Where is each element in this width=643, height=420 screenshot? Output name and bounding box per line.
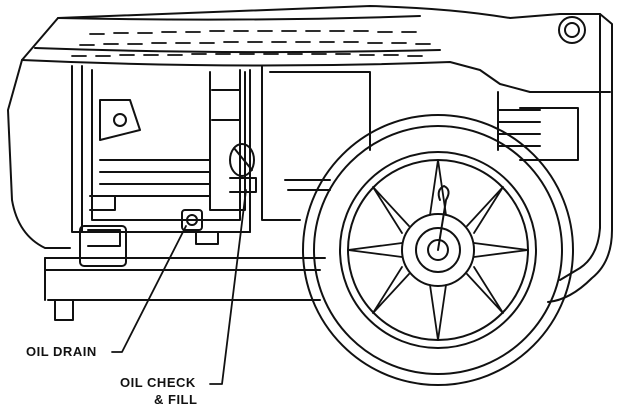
oil-fill-label: & FILL: [154, 392, 198, 407]
base-frame: [44, 225, 326, 321]
engine-block: [71, 65, 371, 233]
wheel-spokes: [347, 159, 529, 341]
oil-drain-label: OIL DRAIN: [26, 344, 97, 359]
top-vent-slots: [71, 30, 431, 57]
oil-fill-cap: [229, 143, 257, 193]
generator-frame: [7, 5, 613, 303]
oil-check-label: OIL CHECK: [120, 375, 196, 390]
oil-drain-leader: [111, 225, 187, 353]
wheel: [302, 114, 574, 386]
oil-check-leader: [209, 189, 247, 385]
callout-leaders: [111, 189, 247, 385]
oil-drain-plug: [181, 209, 203, 231]
